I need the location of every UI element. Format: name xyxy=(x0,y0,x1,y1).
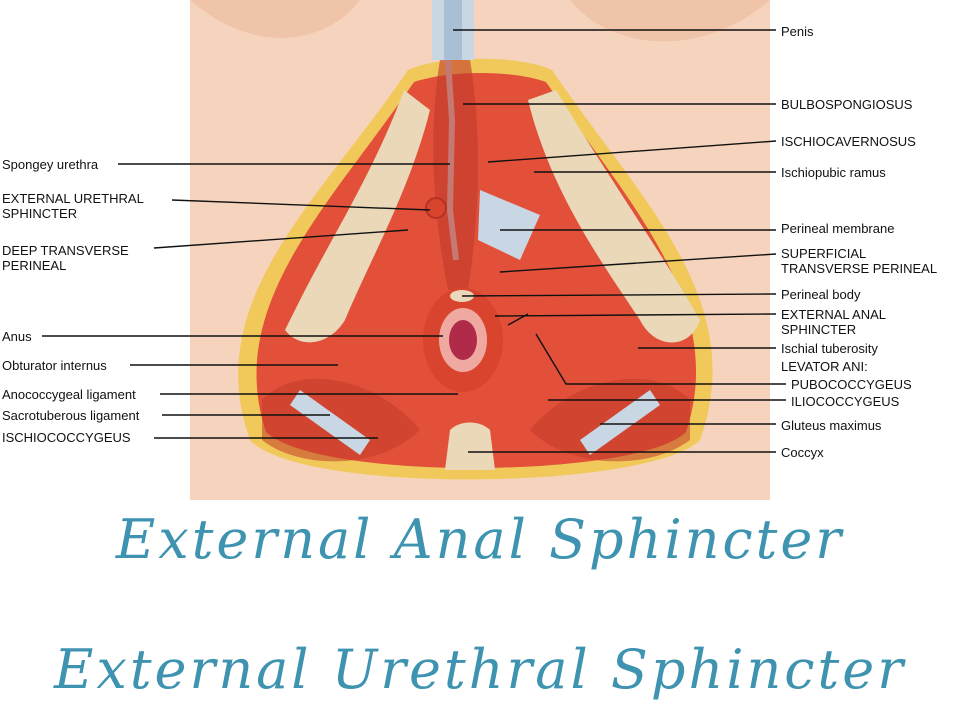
label-external-anal-sphincter: EXTERNAL ANAL SPHINCTER xyxy=(781,307,887,337)
label-perineal-membrane: Perineal membrane xyxy=(781,221,895,236)
label-ischiocavernosus: ISCHIOCAVERNOSUS xyxy=(781,134,916,149)
external-urethral-sphincter xyxy=(425,197,447,219)
label-pubococcygeus: PUBOCOCCYGEUS xyxy=(791,377,912,392)
bulbospongiosus xyxy=(433,60,478,290)
label-iliococcygeus: ILIOCOCCYGEUS xyxy=(791,394,900,409)
ischiopubic-ramus-left xyxy=(285,90,430,343)
perineal-membrane xyxy=(478,190,540,260)
label-levator-ani: LEVATOR ANI: xyxy=(781,359,868,374)
thigh-left xyxy=(190,0,360,38)
label-ischiopubic-ramus: Ischiopubic ramus xyxy=(781,165,886,180)
perineum-illustration xyxy=(42,0,786,500)
label-ischiococcygeus: ISCHIOCOCCYGEUS xyxy=(2,430,131,445)
label-obturator-internus: Obturator internus xyxy=(2,358,107,373)
leader-lines-right xyxy=(453,29,786,453)
label-coccyx: Coccyx xyxy=(781,445,824,460)
coccyx xyxy=(445,422,495,470)
ischiopubic-ramus-right xyxy=(528,90,700,343)
label-penis: Penis xyxy=(781,24,814,39)
thigh-right xyxy=(570,0,770,42)
leader-lines-left xyxy=(42,163,458,439)
label-anus: Anus xyxy=(2,329,32,344)
label-superficial-transverse-perineal: SUPERFICIAL TRANSVERSE PERINEAL xyxy=(781,246,938,276)
label-external-urethral-sphincter: EXTERNAL URETHRAL SPHINCTER xyxy=(2,191,144,221)
label-perineal-body: Perineal body xyxy=(781,287,861,302)
label-gluteus-maximus: Gluteus maximus xyxy=(781,418,882,433)
label-anococcygeal-ligament: Anococcygeal ligament xyxy=(2,387,136,402)
sacrotuberous-ligament-right xyxy=(580,390,660,455)
title-external-urethral-sphincter: External Urethral Sphincter xyxy=(53,638,907,701)
label-deep-transverse-perineal: DEEP TRANSVERSE PERINEAL xyxy=(2,243,129,273)
label-spongey-urethra: Spongey urethra xyxy=(2,157,99,172)
anus xyxy=(449,320,477,360)
title-external-anal-sphincter: External Anal Sphincter xyxy=(115,508,845,571)
sacrotuberous-ligament-left xyxy=(290,390,370,455)
label-ischial-tuberosity: Ischial tuberosity xyxy=(781,341,878,356)
label-bulbospongiosus: BULBOSPONGIOSUS xyxy=(781,97,913,112)
label-sacrotuberous-ligament: Sacrotuberous ligament xyxy=(2,408,140,423)
